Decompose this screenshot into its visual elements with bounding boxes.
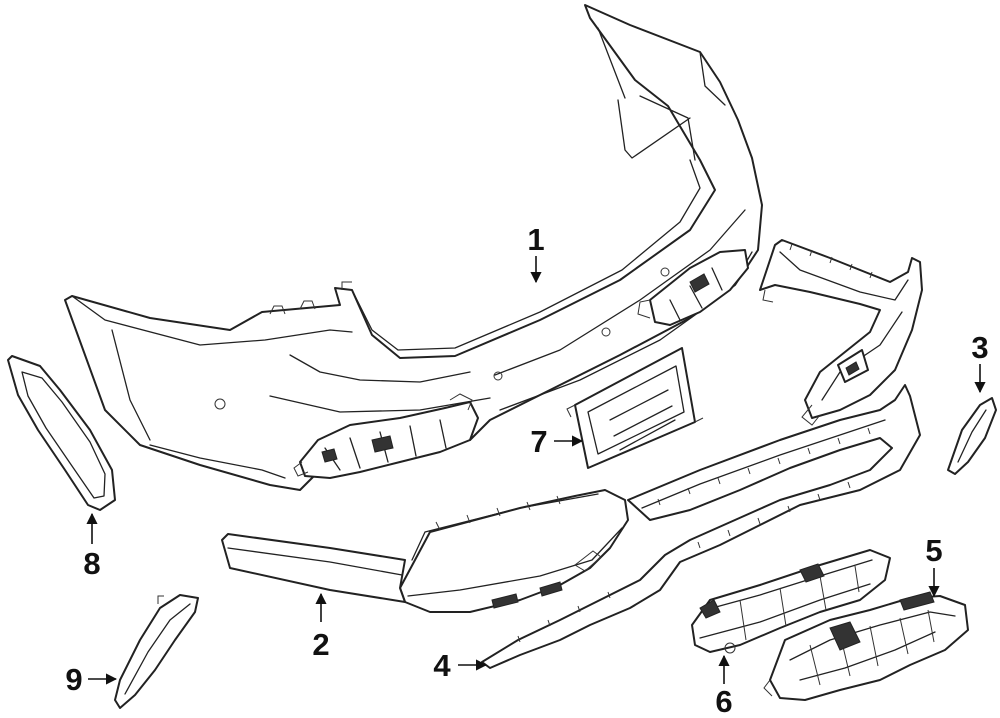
callout-number-8: 8 — [83, 546, 100, 581]
callout-number-1: 1 — [527, 222, 544, 257]
callout-number-4: 4 — [433, 648, 451, 683]
heat-shield-bracket — [691, 549, 891, 654]
bumper-cover — [64, 4, 763, 491]
callout-1: 1 — [527, 222, 545, 284]
callout-6: 6 — [715, 654, 733, 718]
callout-3: 3 — [971, 330, 989, 394]
callout-number-5: 5 — [925, 533, 942, 568]
callout-number-9: 9 — [65, 662, 82, 697]
callout-number-2: 2 — [312, 627, 329, 662]
callout-8: 8 — [83, 512, 101, 581]
callout-9: 9 — [65, 662, 118, 697]
callout-number-3: 3 — [971, 330, 988, 365]
left-reflector — [7, 355, 116, 511]
callout-4: 4 — [433, 648, 488, 683]
callout-number-7: 7 — [530, 424, 547, 459]
diffuser-trim — [481, 384, 921, 669]
lower-valance-strip — [221, 533, 406, 603]
lower-valance — [399, 489, 629, 613]
right-reflector — [947, 397, 997, 475]
lower-left-reflector — [114, 594, 199, 709]
callout-7: 7 — [530, 424, 584, 459]
heat-shield-cover — [763, 591, 969, 701]
callout-2: 2 — [312, 592, 330, 662]
callout-number-6: 6 — [715, 684, 732, 718]
license-plate-bracket — [566, 347, 704, 469]
right-bumper-bracket — [759, 239, 923, 426]
callout-5: 5 — [925, 533, 943, 598]
